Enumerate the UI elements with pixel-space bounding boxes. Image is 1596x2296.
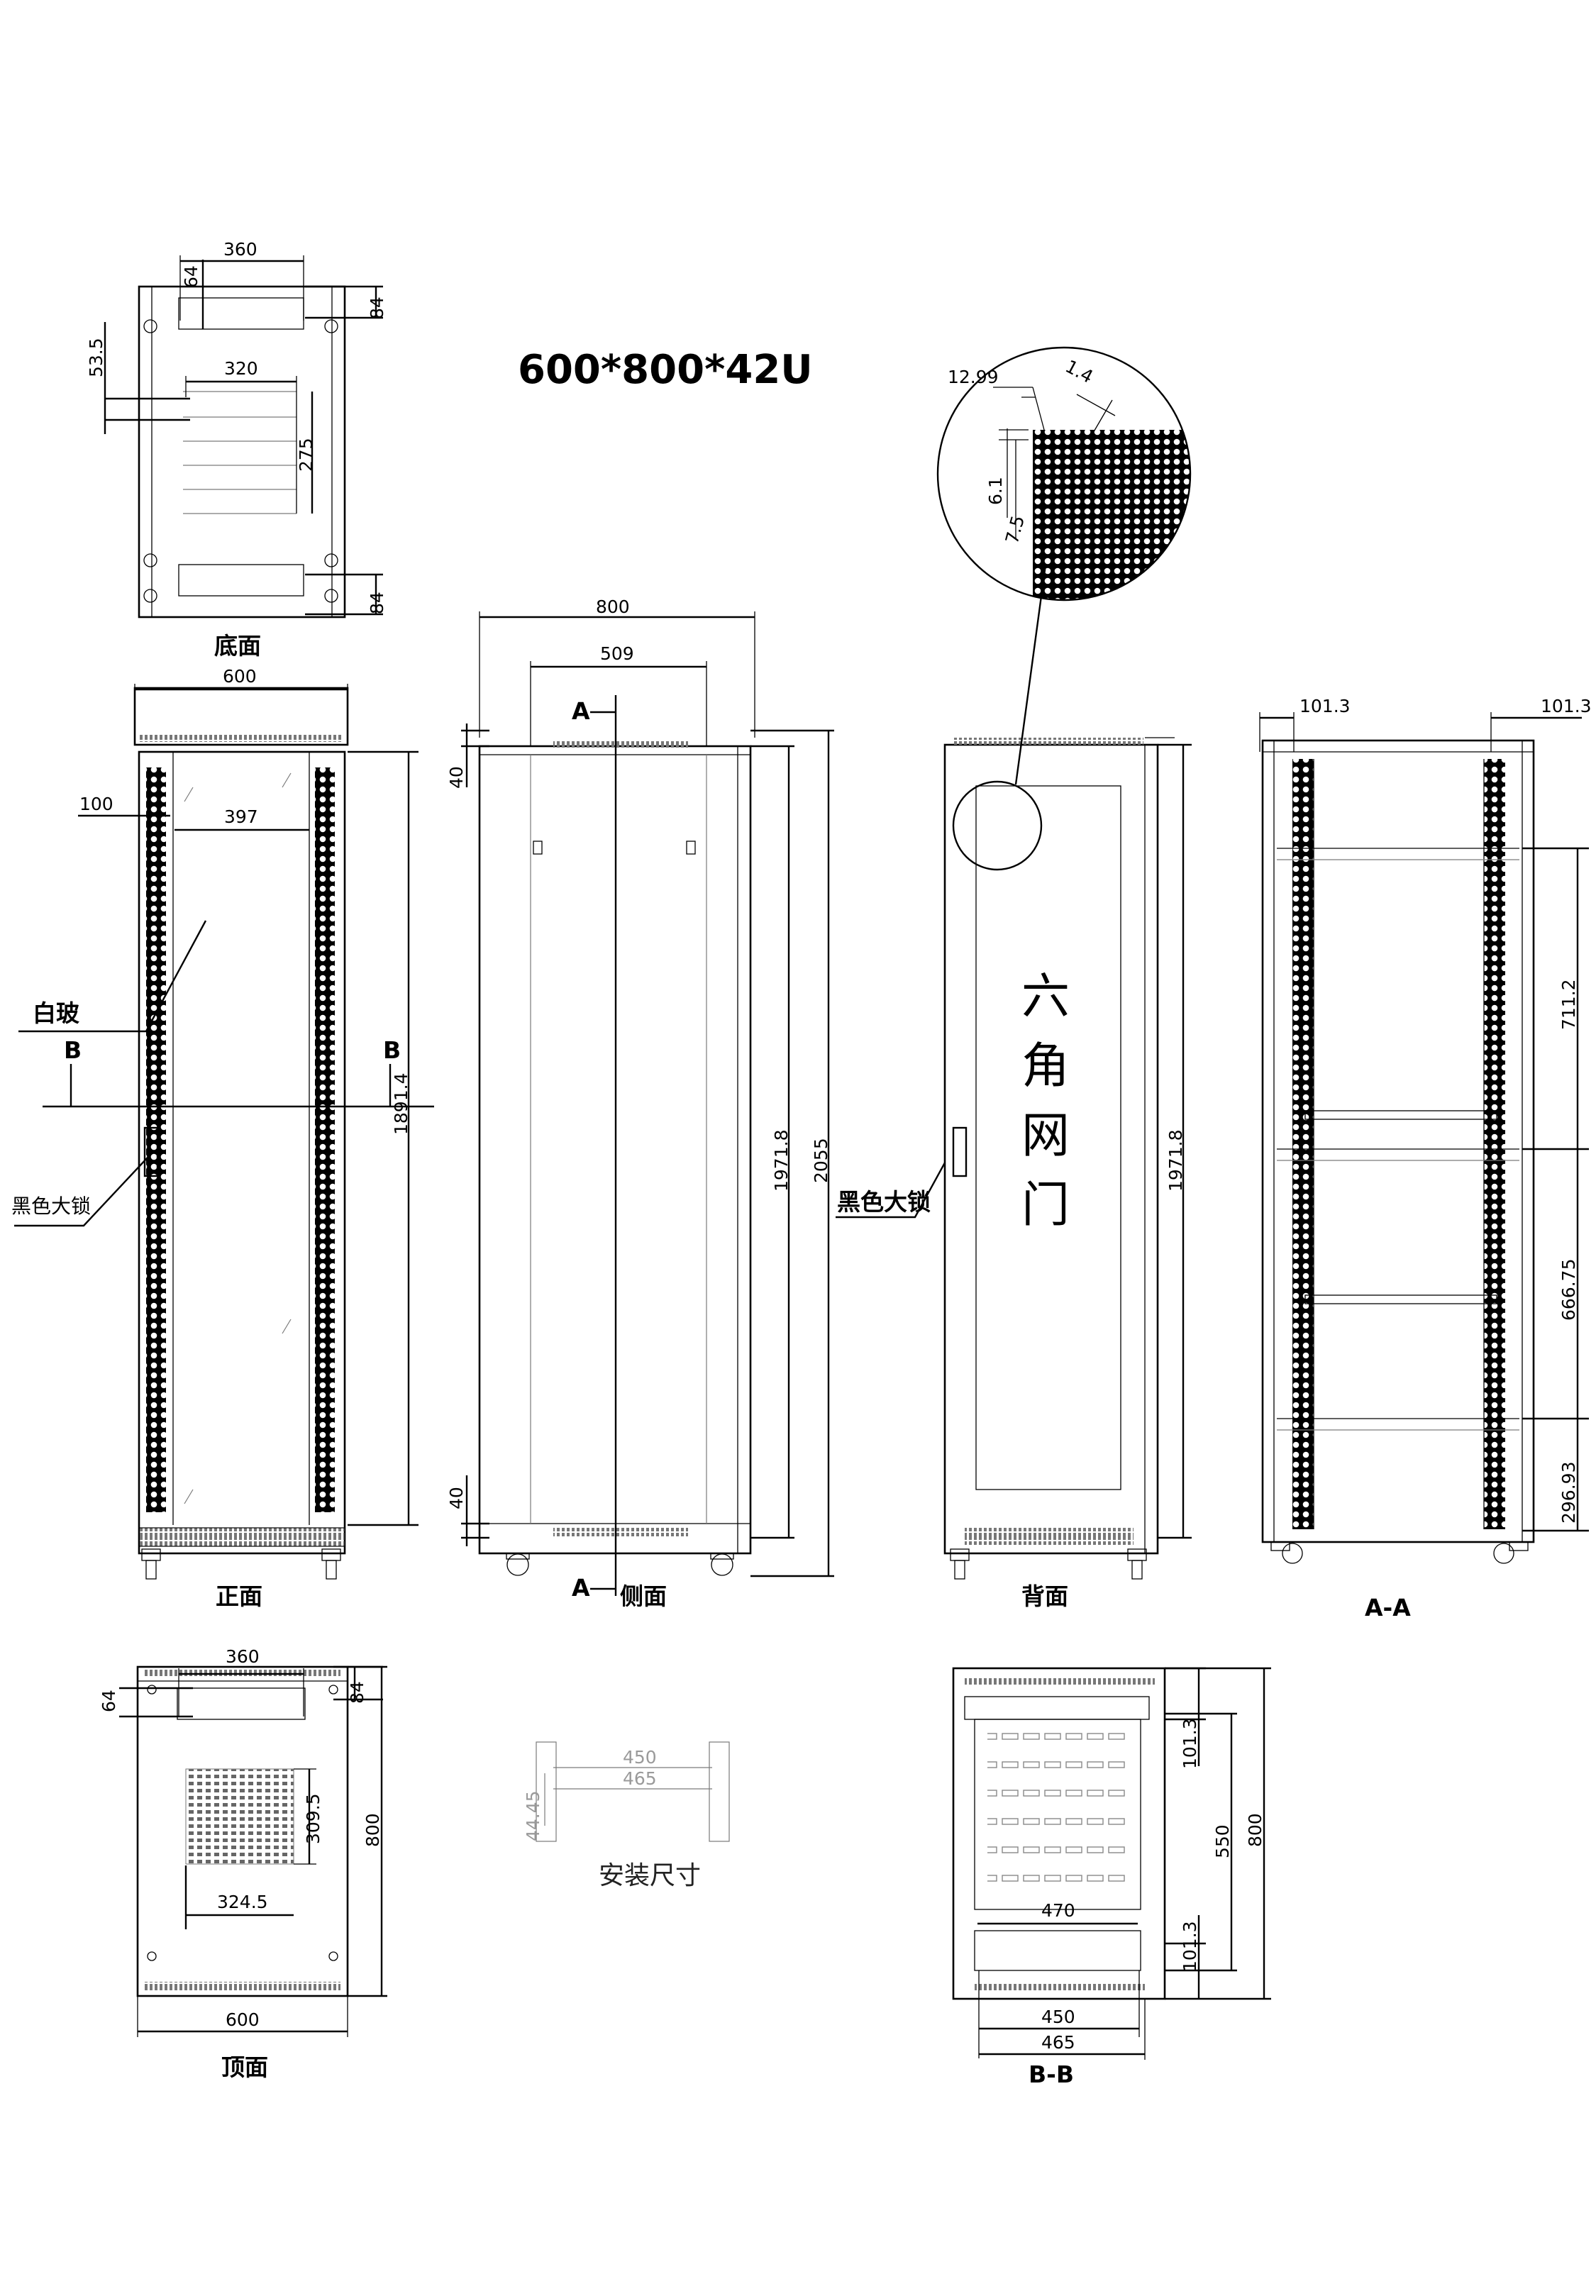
dim-front-100: 100 — [79, 794, 113, 814]
dim-bb-470: 470 — [1041, 1900, 1075, 1921]
dim-detail-6-1: 6.1 — [985, 477, 1006, 505]
dim-top-600: 600 — [226, 2009, 260, 2030]
door-text-char-4: 门 — [1021, 1177, 1070, 1233]
dim-detail-7-5: 7.5 — [1002, 514, 1029, 546]
side-view: 800 509 40 40 1971.8 2055 A A 黑色大锁 侧面 — [446, 597, 958, 1610]
dim-aa-101-3-right: 101.3 — [1541, 696, 1592, 716]
section-b-label: B-B — [1029, 2061, 1074, 2088]
install-dims-view: 450 465 44.45 安装尺寸 — [523, 1741, 730, 1890]
section-mark-a-top: A — [572, 697, 590, 725]
dim-side-1971-8: 1971.8 — [771, 1130, 792, 1192]
dim-aa-666-75: 666.75 — [1558, 1259, 1579, 1321]
top-view-label: 顶面 — [221, 2053, 268, 2081]
door-text-char-1: 六 — [1021, 969, 1070, 1025]
dim-bb-101-3-top: 101.3 — [1180, 1718, 1200, 1769]
callout-side-lock: 黑色大锁 — [837, 1188, 931, 1216]
back-view-label: 背面 — [1021, 1582, 1068, 1610]
bottom-view: 360 64 84 53.5 320 275 84 底面 — [86, 239, 387, 660]
bottom-view-label: 底面 — [214, 632, 261, 660]
front-lock — [143, 1126, 159, 1177]
dim-bottom-64: 64 — [181, 265, 201, 288]
dim-side-40-top: 40 — [446, 766, 467, 789]
callout-front-lock: 黑色大锁 — [11, 1194, 91, 1218]
dim-install-450: 450 — [623, 1747, 657, 1768]
drawing-title: 600*800*42U — [518, 347, 813, 393]
back-lock — [952, 1126, 968, 1177]
section-b-view: 101.3 550 800 470 101.3 450 465 B-B — [952, 1667, 1271, 2088]
dim-install-465: 465 — [623, 1768, 657, 1789]
dim-front-397: 397 — [224, 806, 258, 827]
hex-mesh-door-text: 六 角 网 门 — [1021, 969, 1070, 1233]
front-view-label: 正面 — [216, 1582, 262, 1610]
dim-side-509: 509 — [600, 643, 634, 664]
dim-back-1971-8: 1971.8 — [1165, 1130, 1186, 1192]
dim-top-84: 84 — [347, 1681, 367, 1704]
front-view: 600 100 397 1891.4 B B 白玻 黑色大锁 正面 — [11, 666, 434, 1610]
section-mark-b-right: B — [383, 1036, 401, 1064]
dim-top-324-5: 324.5 — [217, 1892, 268, 1912]
dim-bottom-360: 360 — [223, 239, 257, 260]
dim-bottom-84-top: 84 — [367, 296, 387, 319]
side-view-label: 侧面 — [620, 1582, 667, 1610]
dim-detail-12-99: 12.99 — [948, 367, 999, 387]
door-text-char-2: 角 — [1021, 1038, 1070, 1094]
dim-front-600: 600 — [223, 666, 257, 687]
dim-aa-296-93: 296.93 — [1558, 1462, 1579, 1524]
hex-mesh-detail: 12.99 1.4 6.1 7.5 — [936, 346, 1192, 785]
dim-side-800: 800 — [596, 597, 630, 617]
dim-top-64: 64 — [99, 1690, 119, 1712]
callout-white-glass: 白玻 — [33, 999, 79, 1027]
dim-top-360: 360 — [226, 1646, 260, 1667]
install-dims-label: 安装尺寸 — [599, 1861, 701, 1890]
dim-side-40-bottom: 40 — [446, 1487, 467, 1509]
top-view: 360 64 84 309.5 324.5 800 600 顶面 — [99, 1646, 387, 2081]
dim-aa-711-2: 711.2 — [1558, 979, 1579, 1030]
section-a-label: A-A — [1365, 1594, 1411, 1621]
dim-detail-1-4: 1.4 — [1062, 356, 1097, 387]
dim-bb-550: 550 — [1212, 1824, 1233, 1858]
back-view: 六 角 网 门 1971.8 背面 — [943, 737, 1192, 1610]
front-vent-strips — [146, 767, 335, 1512]
dim-front-1891-4: 1891.4 — [391, 1073, 411, 1135]
section-a-shelves — [1277, 848, 1519, 1431]
dim-bottom-275: 275 — [296, 438, 316, 472]
dim-install-44-45: 44.45 — [523, 1790, 543, 1841]
dim-bb-465: 465 — [1041, 2032, 1075, 2053]
dim-top-309-5: 309.5 — [303, 1793, 323, 1844]
section-mark-b-left: B — [64, 1036, 82, 1064]
detail-source-circle — [952, 780, 1043, 871]
door-text-char-3: 网 — [1021, 1108, 1070, 1164]
dim-aa-101-3-left: 101.3 — [1299, 696, 1351, 716]
section-mark-a-bottom: A — [572, 1574, 590, 1602]
dim-bb-450: 450 — [1041, 2007, 1075, 2027]
dim-top-800: 800 — [362, 1813, 383, 1847]
mounting-rails — [1292, 759, 1505, 1529]
bottom-view-slots — [183, 391, 297, 514]
dim-bb-101-3-bottom: 101.3 — [1180, 1921, 1200, 1972]
dim-side-2055: 2055 — [811, 1138, 831, 1183]
dim-bottom-320: 320 — [224, 358, 258, 379]
section-a-view: 101.3 101.3 711.2 666.75 296.93 A-A — [1259, 696, 1592, 1621]
dim-bottom-53-5: 53.5 — [86, 338, 106, 377]
dim-bb-800: 800 — [1245, 1813, 1265, 1847]
dim-bottom-84-bottom: 84 — [367, 592, 387, 614]
